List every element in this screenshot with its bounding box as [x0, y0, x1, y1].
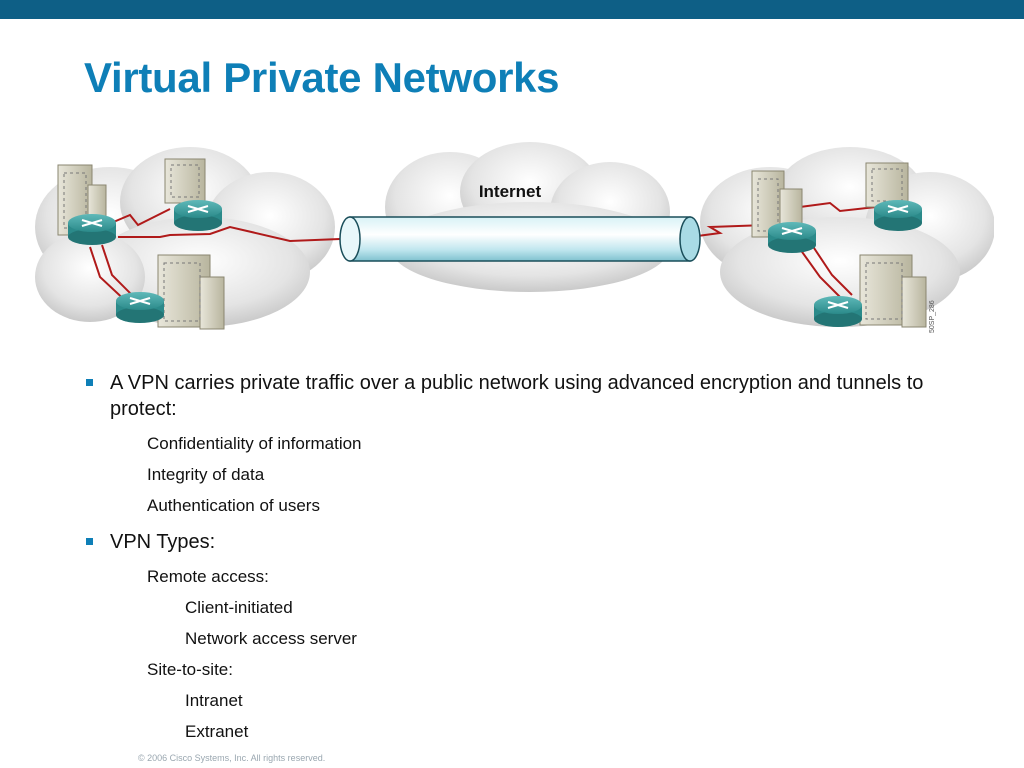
bullet-text: A VPN carries private traffic over a pub…	[110, 372, 924, 420]
bullet-list: A VPN carries private traffic over a pub…	[84, 370, 984, 747]
vpn-diagram: Internet 50SP_286	[35, 142, 994, 333]
figure-id: 50SP_286	[929, 300, 936, 333]
router-icon	[874, 200, 922, 231]
bullet-item: A VPN carries private traffic over a pub…	[84, 370, 984, 422]
sub-item: Authentication of users	[147, 496, 320, 515]
internet-label: Internet	[479, 182, 542, 201]
router-icon	[174, 200, 222, 231]
copyright-footer: © 2006 Cisco Systems, Inc. All rights re…	[138, 753, 326, 763]
building-icon	[859, 254, 927, 328]
sub-sub-item: Extranet	[185, 722, 249, 741]
sub-item: Confidentiality of information	[147, 434, 362, 453]
bullet-text: VPN Types:	[110, 531, 216, 553]
bullet-square-icon	[86, 538, 93, 545]
router-icon	[116, 292, 164, 323]
router-icon	[814, 296, 862, 327]
slide-title: Virtual Private Networks	[84, 54, 560, 101]
vpn-tunnel	[339, 216, 701, 262]
bullet-item: VPN Types:	[84, 529, 984, 555]
building-icon	[164, 158, 206, 204]
bullet-square-icon	[86, 379, 93, 386]
sub-sub-item: Network access server	[185, 629, 357, 648]
router-icon	[768, 222, 816, 253]
sub-item: Integrity of data	[147, 465, 265, 484]
building-icon	[157, 254, 225, 330]
top-bar	[0, 0, 1024, 19]
sub-item: Site-to-site:	[147, 660, 233, 679]
router-icon	[68, 214, 116, 245]
sub-sub-item: Intranet	[185, 691, 243, 710]
sub-sub-item: Client-initiated	[185, 598, 293, 617]
sub-item: Remote access:	[147, 567, 269, 586]
